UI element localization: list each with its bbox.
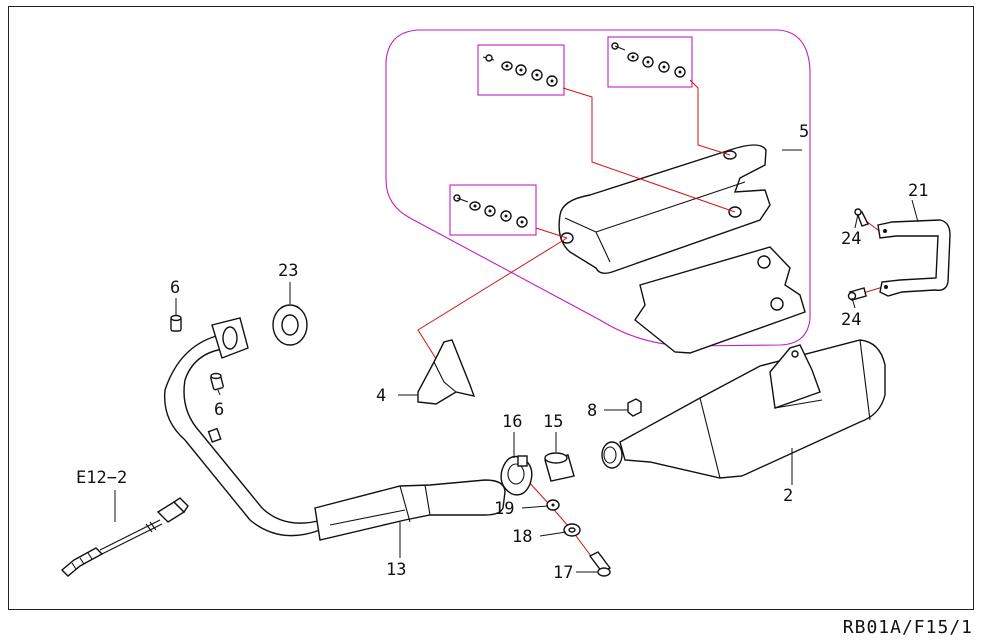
callout-16: 16 — [502, 412, 522, 432]
diagram-frame — [8, 6, 974, 610]
hardware-set-lower-left — [449, 184, 537, 236]
stud-6-lower — [210, 372, 224, 391]
heat-shield-gasket — [634, 246, 806, 354]
callout-21: 21 — [908, 181, 928, 201]
drawing-code: RB01A/F15/1 — [842, 617, 973, 638]
assembly-line-2 — [689, 79, 731, 156]
callout-15: 15 — [543, 412, 563, 432]
exhaust-pipe — [163, 317, 506, 541]
assembly-line-1 — [562, 87, 736, 213]
callout-24-lower: 24 — [841, 310, 861, 330]
callout-2: 2 — [783, 486, 793, 506]
callout-4: 4 — [376, 386, 386, 406]
gasket-23 — [272, 304, 308, 346]
hardware-set-top-left — [477, 44, 565, 96]
heat-shield — [558, 144, 771, 275]
hanger-bracket — [877, 219, 951, 297]
bracket — [417, 339, 476, 405]
clamp-16 — [500, 455, 533, 496]
callout-18: 18 — [512, 527, 532, 547]
leader-24-lower — [851, 297, 856, 309]
callout-6-upper: 6 — [170, 278, 180, 298]
callout-6-lower: 6 — [214, 400, 224, 420]
leader-6-lower — [217, 389, 221, 396]
sleeve-15 — [544, 452, 575, 482]
leader-18 — [539, 531, 567, 537]
nut-8 — [627, 398, 642, 417]
callout-13: 13 — [386, 560, 406, 580]
callout-8: 8 — [587, 401, 597, 421]
callout-17: 17 — [553, 563, 573, 583]
bolt-17 — [588, 551, 612, 577]
callout-19: 19 — [494, 499, 514, 519]
leader-24-upper — [854, 213, 859, 229]
callout-5: 5 — [799, 122, 809, 142]
callout-23: 23 — [278, 261, 298, 281]
callout-e12-2: E12−2 — [76, 468, 127, 488]
group-5-boundary — [385, 29, 811, 347]
assembly-line-3 — [535, 227, 568, 239]
muffler — [601, 339, 886, 479]
washer-18 — [563, 523, 581, 537]
assembly-line-7 — [517, 469, 601, 569]
stud-6-upper — [170, 314, 182, 332]
leader-21 — [911, 199, 919, 223]
assembly-line-4 — [417, 237, 568, 363]
washer-19 — [546, 499, 560, 511]
oxygen-sensor — [60, 497, 189, 577]
bolt-24-lower — [847, 287, 867, 301]
hardware-set-top-right — [607, 36, 693, 88]
callout-24-upper: 24 — [841, 229, 861, 249]
leader-19 — [521, 505, 549, 509]
